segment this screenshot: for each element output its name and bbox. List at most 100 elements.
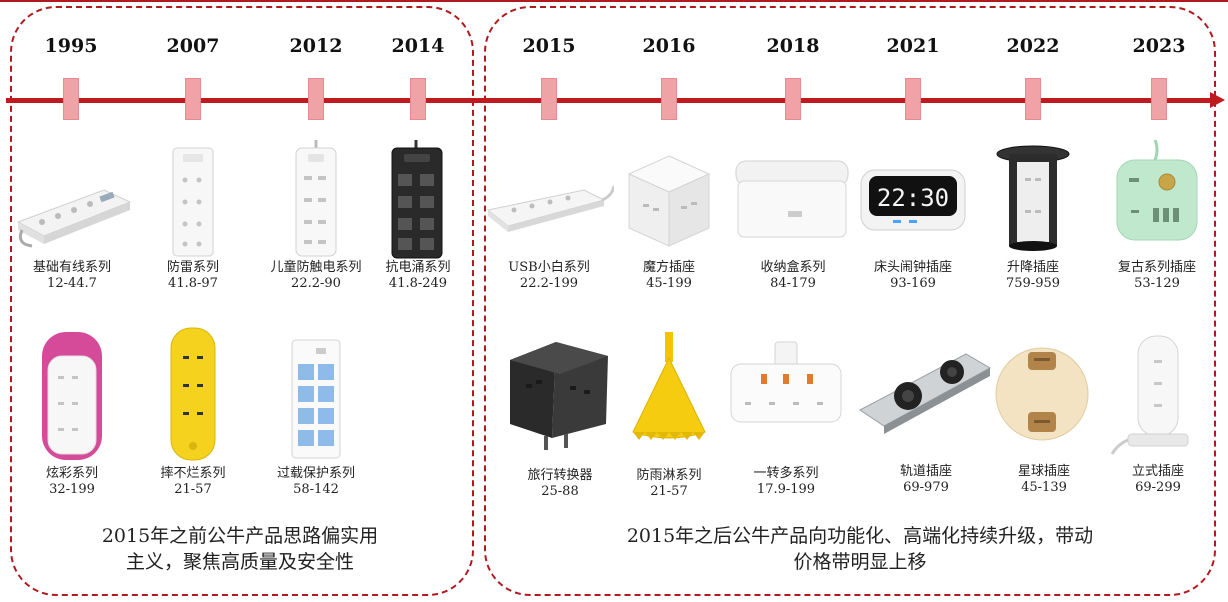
cube-socket-icon	[609, 150, 729, 260]
caption-line: 2015年之前公牛产品思路偏实用	[101, 525, 379, 547]
pre-2015-caption: 2015年之前公牛产品思路偏实用 主义，聚焦高质量及安全性	[30, 523, 450, 575]
product-price: 17.9-199	[756, 482, 816, 497]
product-card: 旅行转换器 25-88	[500, 334, 620, 500]
product-card: 摔不烂系列 21-57	[133, 322, 253, 498]
clock-display: 22:30	[877, 184, 949, 212]
timeline-marker	[185, 78, 201, 120]
retro-socket-icon	[1097, 140, 1217, 260]
product-card: 儿童防触电系列 22.2-90	[256, 140, 376, 292]
timeline-marker	[410, 78, 426, 120]
globe-socket-icon	[984, 330, 1104, 464]
product-name: 复古系列插座	[1117, 260, 1196, 275]
product-price: 45-139	[1021, 480, 1067, 495]
product-name: 魔方插座	[642, 260, 695, 275]
timeline-arrow-icon	[1210, 92, 1225, 108]
product-price: 69-299	[1135, 480, 1181, 495]
product-card: 轨道插座 69-979	[859, 340, 992, 496]
year-label: 2015	[522, 35, 576, 57]
product-price: 41.8-97	[168, 276, 218, 291]
year-label: 2022	[1006, 35, 1060, 57]
product-card: 魔方插座 45-199	[609, 150, 729, 292]
product-name: 基础有线系列	[32, 260, 111, 275]
product-card: 基础有线系列 12-44.7	[12, 160, 132, 292]
tower-socket-icon	[1098, 330, 1218, 464]
product-price: 45-199	[646, 276, 692, 291]
product-price: 58-142	[293, 482, 339, 497]
product-name: 摔不烂系列	[160, 466, 226, 481]
power-strip-icon	[256, 334, 376, 466]
product-card: 防雷系列 41.8-97	[133, 140, 253, 292]
product-name: 抗电涌系列	[385, 260, 451, 275]
product-price: 53-129	[1134, 276, 1180, 291]
product-name: 儿童防触电系列	[270, 260, 362, 275]
year-label: 2016	[642, 35, 696, 57]
post-2015-panel	[484, 6, 1216, 596]
timeline-marker	[785, 78, 801, 120]
pre-2015-panel	[10, 6, 474, 596]
power-strip-icon	[12, 160, 132, 260]
product-card: 复古系列插座 53-129	[1097, 140, 1217, 292]
product-price: 41.8-249	[388, 276, 448, 291]
product-name: USB小白系列	[508, 260, 590, 275]
post-2015-caption: 2015年之后公牛产品向功能化、高端化持续升级，带动 价格带明显上移	[540, 523, 1180, 575]
product-name: 一转多系列	[753, 466, 819, 481]
year-label: 2018	[766, 35, 820, 57]
product-card: 一转多系列 17.9-199	[726, 336, 846, 498]
product-name: 立式插座	[1131, 464, 1184, 479]
pop-up-socket-icon	[973, 140, 1093, 260]
power-strip-icon	[133, 140, 253, 260]
timeline-marker	[661, 78, 677, 120]
year-label: 2021	[886, 35, 940, 57]
caption-line: 价格带明显上移	[793, 551, 927, 573]
product-card: 抗电涌系列 41.8-249	[358, 140, 478, 292]
power-strip-icon	[358, 140, 478, 260]
storage-box-icon	[733, 155, 853, 260]
product-card: 防雨淋系列 21-57	[609, 328, 729, 500]
product-card: 立式插座 69-299	[1098, 330, 1218, 496]
product-price: 84-179	[770, 276, 816, 291]
product-name: 炫彩系列	[45, 466, 98, 481]
power-strip-icon	[12, 326, 132, 466]
product-price: 93-169	[890, 276, 936, 291]
product-price: 32-199	[49, 482, 95, 497]
product-name: 防雷系列	[166, 260, 219, 275]
product-name: 收纳盒系列	[760, 260, 826, 275]
timeline-marker	[541, 78, 557, 120]
product-card: 22:30 床头闹钟插座 93-169	[853, 160, 973, 292]
caption-line: 2015年之后公牛产品向功能化、高端化持续升级，带动	[626, 525, 1094, 547]
product-card: 星球插座 45-139	[984, 330, 1104, 496]
caption-line: 主义，聚焦高质量及安全性	[125, 551, 354, 573]
product-price: 22.2-90	[291, 276, 341, 291]
travel-adapter-icon	[500, 334, 620, 468]
alarm-clock-socket-icon: 22:30	[853, 160, 973, 260]
product-price: 22.2-199	[519, 276, 579, 291]
product-name: 轨道插座	[899, 464, 952, 479]
track-socket-icon	[859, 340, 992, 464]
power-strip-icon	[133, 322, 253, 466]
product-name: 防雨淋系列	[636, 468, 702, 483]
product-name: 床头闹钟插座	[873, 260, 952, 275]
timeline-marker	[905, 78, 921, 120]
product-price: 12-44.7	[47, 276, 97, 291]
product-card: 过载保护系列 58-142	[256, 334, 376, 498]
rainproof-socket-icon	[609, 328, 729, 468]
product-name: 旅行转换器	[527, 468, 593, 483]
product-card: 升降插座 759-959	[973, 140, 1093, 292]
timeline-marker	[308, 78, 324, 120]
power-strip-icon	[256, 140, 376, 260]
product-price: 21-57	[650, 484, 688, 499]
year-label: 2012	[289, 35, 343, 57]
product-name: 升降插座	[1006, 260, 1059, 275]
timeline-axis	[6, 98, 1214, 103]
timeline-marker	[1025, 78, 1041, 120]
product-card: 炫彩系列 32-199	[12, 326, 132, 498]
product-price: 69-979	[903, 480, 949, 495]
product-name: 过载保护系列	[276, 466, 355, 481]
product-name: 星球插座	[1017, 464, 1070, 479]
year-label: 2014	[391, 35, 445, 57]
year-label: 1995	[44, 35, 98, 57]
product-card: USB小白系列 22.2-199	[486, 166, 614, 292]
product-price: 25-88	[541, 484, 579, 499]
product-price: 759-959	[1005, 276, 1061, 291]
top-rule	[0, 0, 1228, 2]
